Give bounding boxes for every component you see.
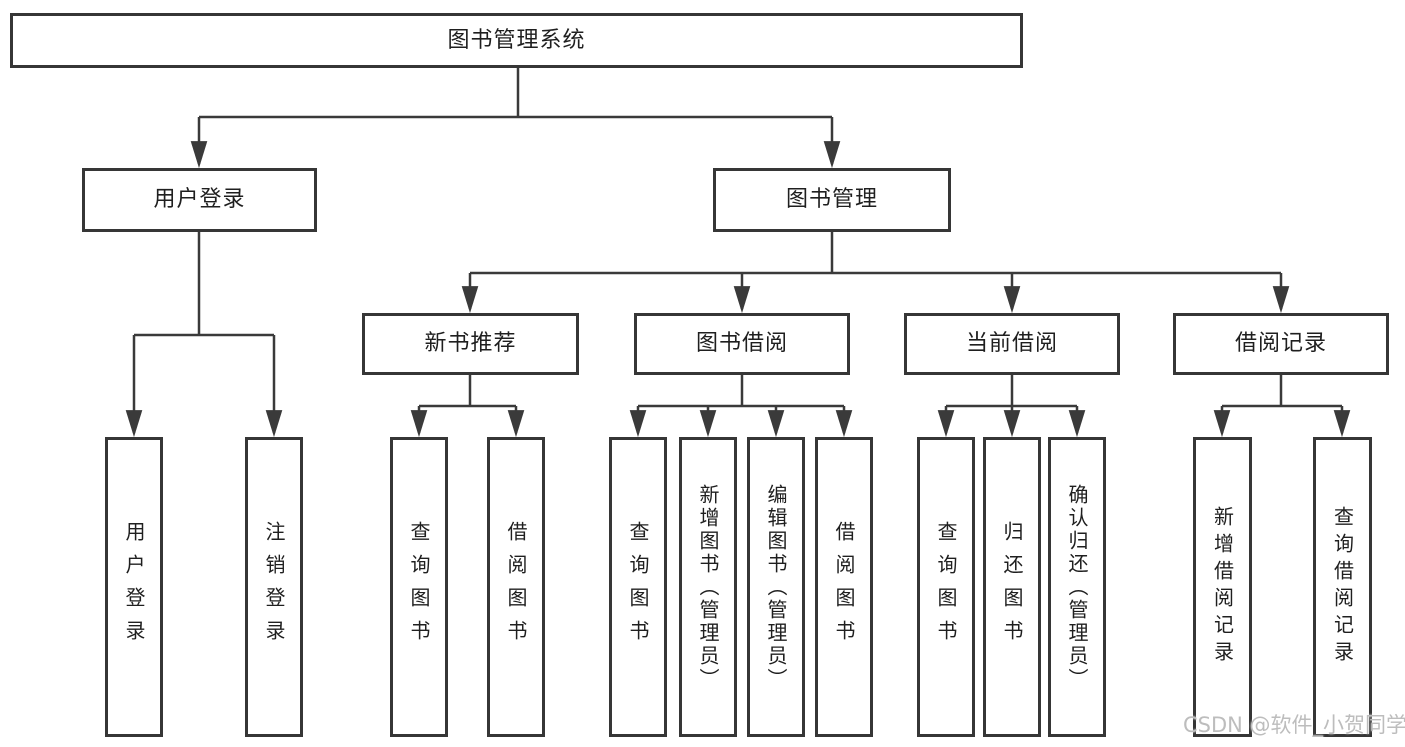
- leaf-borrow-books-recommend-label: 借阅图书: [504, 521, 528, 653]
- node-borrow-records: 借阅记录: [1173, 313, 1389, 375]
- leaf-query-books-borrow-label: 查询图书: [626, 521, 650, 653]
- node-book-borrow: 图书借阅: [634, 313, 850, 375]
- leaf-confirm-return-admin-label: 确认归还（管理员）: [1065, 483, 1089, 691]
- node-user-login-branch: 用户登录: [82, 168, 317, 232]
- node-book-management-label: 图书管理: [785, 187, 878, 212]
- connector-user-login-split: [125, 232, 283, 438]
- leaf-logout: 注销登录: [245, 437, 303, 737]
- connector-book-borrow-split: [629, 375, 853, 438]
- leaf-query-books-borrow: 查询图书: [609, 437, 667, 737]
- connector-borrow-records-split: [1213, 375, 1351, 438]
- leaf-user-login: 用户登录: [105, 437, 163, 737]
- node-new-book-recommend: 新书推荐: [362, 313, 579, 375]
- leaf-logout-label: 注销登录: [262, 521, 286, 653]
- leaf-add-borrow-record-label: 新增借阅记录: [1210, 506, 1235, 668]
- leaf-add-borrow-record: 新增借阅记录: [1193, 437, 1252, 737]
- node-new-book-recommend-label: 新书推荐: [424, 331, 517, 356]
- leaf-query-books-current: 查询图书: [917, 437, 975, 737]
- node-root-label: 图书管理系统: [447, 27, 586, 53]
- node-root-system: 图书管理系统: [10, 13, 1023, 68]
- connector-current-borrow-split: [937, 375, 1086, 438]
- connector-root-split: [190, 68, 841, 169]
- leaf-borrow-books-borrow-label: 借阅图书: [832, 521, 856, 653]
- leaf-edit-book-admin-label: 编辑图书（管理员）: [764, 483, 788, 691]
- node-borrow-records-label: 借阅记录: [1234, 331, 1327, 356]
- leaf-user-login-label: 用户登录: [122, 521, 146, 653]
- leaf-query-books-current-label: 查询图书: [934, 521, 958, 653]
- leaf-query-borrow-record: 查询借阅记录: [1313, 437, 1372, 737]
- leaf-add-book-admin: 新增图书（管理员）: [679, 437, 737, 737]
- leaf-edit-book-admin: 编辑图书（管理员）: [747, 437, 805, 737]
- node-current-borrow-label: 当前借阅: [965, 331, 1058, 356]
- connector-new-book-split: [410, 375, 525, 438]
- leaf-return-books-label: 归还图书: [1000, 521, 1024, 653]
- leaf-query-borrow-record-label: 查询借阅记录: [1330, 506, 1355, 668]
- csdn-watermark: CSDN @软件_小贺同学: [1183, 713, 1405, 737]
- leaf-confirm-return-admin: 确认归还（管理员）: [1048, 437, 1106, 737]
- connector-book-management-split: [461, 232, 1290, 314]
- node-user-login-label: 用户登录: [153, 187, 246, 212]
- leaf-borrow-books-recommend: 借阅图书: [487, 437, 545, 737]
- node-book-management-branch: 图书管理: [713, 168, 951, 232]
- node-current-borrow: 当前借阅: [904, 313, 1120, 375]
- leaf-borrow-books-borrow: 借阅图书: [815, 437, 873, 737]
- node-book-borrow-label: 图书借阅: [695, 331, 788, 356]
- leaf-query-books-recommend-label: 查询图书: [407, 521, 431, 653]
- leaf-return-books: 归还图书: [983, 437, 1041, 737]
- leaf-query-books-recommend: 查询图书: [390, 437, 448, 737]
- leaf-add-book-admin-label: 新增图书（管理员）: [696, 483, 720, 691]
